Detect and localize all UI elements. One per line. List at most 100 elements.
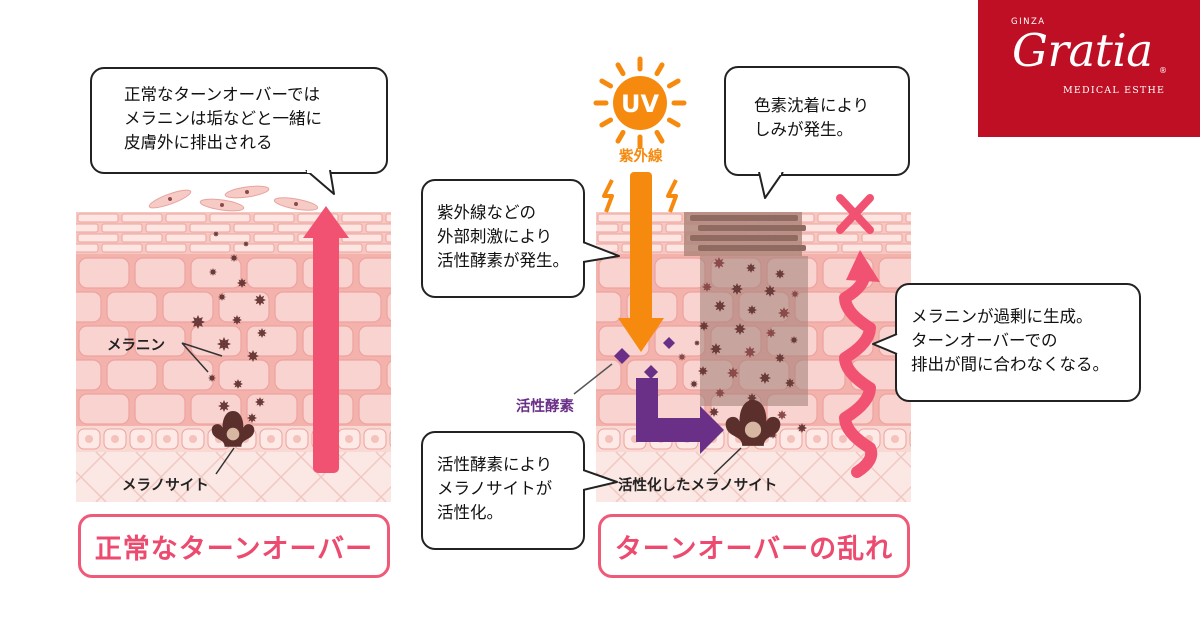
- melanin-granule: [191, 315, 205, 329]
- melanin-granule: [727, 367, 739, 379]
- pigment-stripe: [698, 245, 806, 251]
- shed-flake: [224, 185, 270, 199]
- melanin-granule: [247, 413, 257, 423]
- melanin-shape: [678, 353, 686, 361]
- uv-label: 紫外線: [619, 149, 663, 165]
- horny-cell: [121, 233, 163, 243]
- melanin-granule: [791, 290, 799, 298]
- dermis-fiber: [76, 451, 107, 484]
- melanin-shape: [257, 328, 267, 338]
- melanocyte-cell: [725, 400, 781, 446]
- skin-block: [16, 212, 391, 502]
- spinous-cell: [654, 325, 706, 357]
- enzyme-activation-arrow: [636, 378, 724, 454]
- bubble-uv-stimulus: 紫外線などの 外部刺激により 活性酵素が発生。: [421, 179, 585, 298]
- melanocyte-cell: [211, 411, 255, 447]
- melanin-granule: [766, 328, 776, 338]
- sun-ray: [654, 129, 665, 144]
- horny-cell: [233, 223, 275, 233]
- active-enzyme-diamond: [663, 337, 675, 349]
- basal-nucleus: [813, 435, 821, 443]
- horny-cell: [341, 213, 383, 223]
- gratia-logo: GINZA Gratia ® MEDICAL ESTHE: [978, 0, 1200, 137]
- dermis-fiber: [655, 451, 707, 502]
- dermis-fiber: [16, 452, 66, 502]
- logo-sub-text: MEDICAL ESTHE: [1063, 85, 1166, 96]
- bubble-line: 色素沈着により: [754, 96, 870, 115]
- spinous-cell: [78, 257, 130, 289]
- disrupted-turnover-arrow: [839, 266, 878, 478]
- melanin-shape: [785, 378, 795, 388]
- bubble-line: 活性酵素が発生。: [437, 251, 569, 270]
- melanin-granule: [213, 231, 219, 237]
- horny-cell: [817, 233, 859, 243]
- logo-brand-text: Gratia: [1012, 24, 1153, 77]
- bubble-excess-melanin: メラニンが過剰に生成。 ターンオーバーでの 排出が間に合わなくなる。: [895, 283, 1141, 402]
- dermis-fiber: [16, 452, 66, 502]
- melanin-granule: [797, 423, 807, 433]
- flake-dot: [294, 202, 298, 206]
- basal-nucleus: [163, 435, 171, 443]
- dermis-fiber: [815, 451, 867, 502]
- melanin-shape: [690, 380, 698, 388]
- basal-nucleus: [85, 435, 93, 443]
- melanin-granule: [699, 321, 709, 331]
- blocked-x-icon: [836, 194, 874, 234]
- melanin-shape: [714, 300, 726, 312]
- melanin-shape: [237, 278, 247, 288]
- melanin-shape: [698, 366, 708, 376]
- pigment-stripe: [690, 235, 798, 241]
- melanin-shape: [230, 254, 238, 262]
- melanin-granule: [775, 269, 785, 279]
- dermis-fiber: [936, 452, 986, 502]
- spinous-cell: [654, 257, 706, 289]
- logo-ginza-text: GINZA: [1011, 17, 1046, 27]
- dermis-fiber: [255, 451, 307, 502]
- spinous-cell: [358, 257, 391, 289]
- melanin-shape: [255, 397, 265, 407]
- melanin-shape: [247, 350, 259, 362]
- horny-cell: [101, 243, 143, 253]
- melanin-granule: [713, 257, 725, 269]
- bubble-line: メラニンは垢などと一緒に: [124, 109, 322, 128]
- spinous-cell: [218, 291, 270, 323]
- melanin-granule: [777, 410, 787, 420]
- basal-cell: [389, 430, 391, 448]
- bubble-line: メラニンが過剰に生成。: [911, 307, 1093, 326]
- title-turnover-disorder: ターンオーバーの乱れ: [598, 514, 910, 578]
- melanin-granule: [746, 263, 756, 273]
- melanin-granule: [759, 372, 771, 384]
- melanocyte-nucleus: [744, 421, 762, 438]
- basal-nucleus: [371, 435, 379, 443]
- spinous-cell: [162, 291, 214, 323]
- bubble-pigmentation: 色素沈着により しみが発生。: [724, 66, 910, 176]
- melanin-shape: [699, 321, 709, 331]
- melanin-granule: [790, 336, 798, 344]
- horny-cell: [76, 223, 99, 233]
- spinous-cell: [190, 257, 242, 289]
- horny-cell: [885, 223, 911, 233]
- dermis-fiber: [936, 452, 986, 502]
- spinous-cell: [78, 325, 130, 357]
- sun-ray: [666, 117, 681, 128]
- spinous-cell: [76, 359, 102, 391]
- bubble-tail: [583, 241, 620, 263]
- bubble-line: ターンオーバーでの: [911, 331, 1058, 350]
- melanin-granule: [209, 268, 217, 276]
- melanin-granule: [778, 307, 790, 319]
- sun-ray: [666, 78, 681, 89]
- dermis-fiber: [735, 451, 787, 502]
- spinous-cell: [162, 359, 214, 391]
- horny-cell: [189, 223, 231, 233]
- sun-ray: [599, 117, 614, 128]
- melanin-shape: [713, 257, 725, 269]
- melanin-granule: [734, 323, 746, 335]
- uv-arrow-shaft: [630, 172, 652, 332]
- horny-cell: [841, 243, 883, 253]
- melanin-shape: [764, 285, 776, 297]
- melanin-shape: [766, 328, 776, 338]
- spinous-cell: [358, 393, 391, 425]
- melanin-shape: [731, 283, 743, 295]
- sun-ray: [654, 62, 665, 77]
